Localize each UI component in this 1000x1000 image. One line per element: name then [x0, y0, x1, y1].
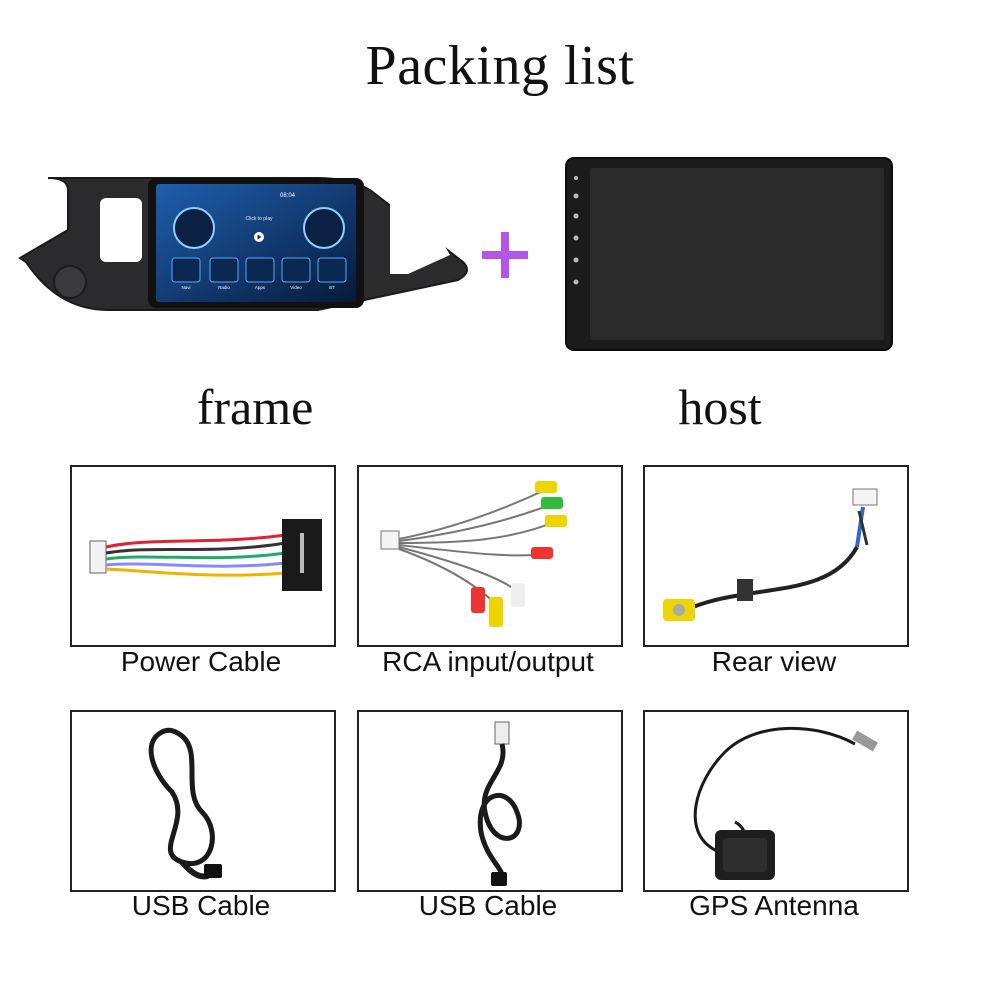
usb-cable-box-1: [70, 710, 336, 892]
host-caption: host: [678, 379, 762, 435]
rca-cable-image: [380, 481, 567, 627]
app-tile-video: [281, 257, 311, 283]
host-side-buttons: [573, 176, 579, 285]
app-label-navi: Navi: [181, 285, 190, 290]
app-label-bt: BT: [329, 285, 335, 290]
rear-view-image: [663, 488, 878, 621]
app-label-apps: Apps: [255, 285, 266, 290]
app-row: Navi Radio Apps Video BT: [171, 257, 347, 290]
power-cable-label: Power Cable: [120, 646, 282, 677]
host-image: [565, 157, 893, 351]
frame-knob: [53, 265, 87, 299]
rca-label: RCA input/output: [382, 646, 594, 677]
rear-view-box: [643, 465, 909, 647]
usb-cable-label-1: USB Cable: [131, 890, 271, 921]
tachometer-gauge: [303, 207, 345, 249]
speedometer-gauge: [173, 207, 215, 249]
usb-cable-image-2: [477, 721, 522, 886]
gps-antenna-box: [643, 710, 909, 892]
usb-cable-image-1: [148, 727, 222, 880]
app-label-radio: Radio: [218, 285, 230, 290]
gps-antenna-label: GPS Antenna: [689, 890, 859, 921]
plus-icon: [482, 232, 528, 278]
host-screen: [590, 168, 884, 340]
power-cable-box: [70, 465, 336, 647]
frame-right-vent: [390, 200, 450, 274]
frame-left-slot: [100, 198, 142, 262]
frame-image: 08:04 Click to play Navi Radio Apps Vide…: [18, 177, 468, 311]
click-to-play-label: Click to play: [246, 216, 273, 222]
app-label-video: Video: [290, 285, 302, 290]
status-time: 08:04: [280, 193, 296, 199]
app-tile-radio: [209, 257, 239, 283]
power-cable-image: [89, 519, 322, 591]
page-title: Packing list: [365, 35, 635, 97]
app-tile-bt: [317, 257, 347, 283]
frame-caption: frame: [196, 379, 314, 435]
usb-cable-label-2: USB Cable: [418, 890, 558, 921]
gps-antenna-image: [693, 726, 878, 880]
app-tile-navi: [171, 257, 201, 283]
rca-cable-box: [357, 465, 623, 647]
rear-view-label: Rear view: [711, 646, 837, 677]
usb-cable-box-2: [357, 710, 623, 892]
app-tile-apps: [245, 257, 275, 283]
